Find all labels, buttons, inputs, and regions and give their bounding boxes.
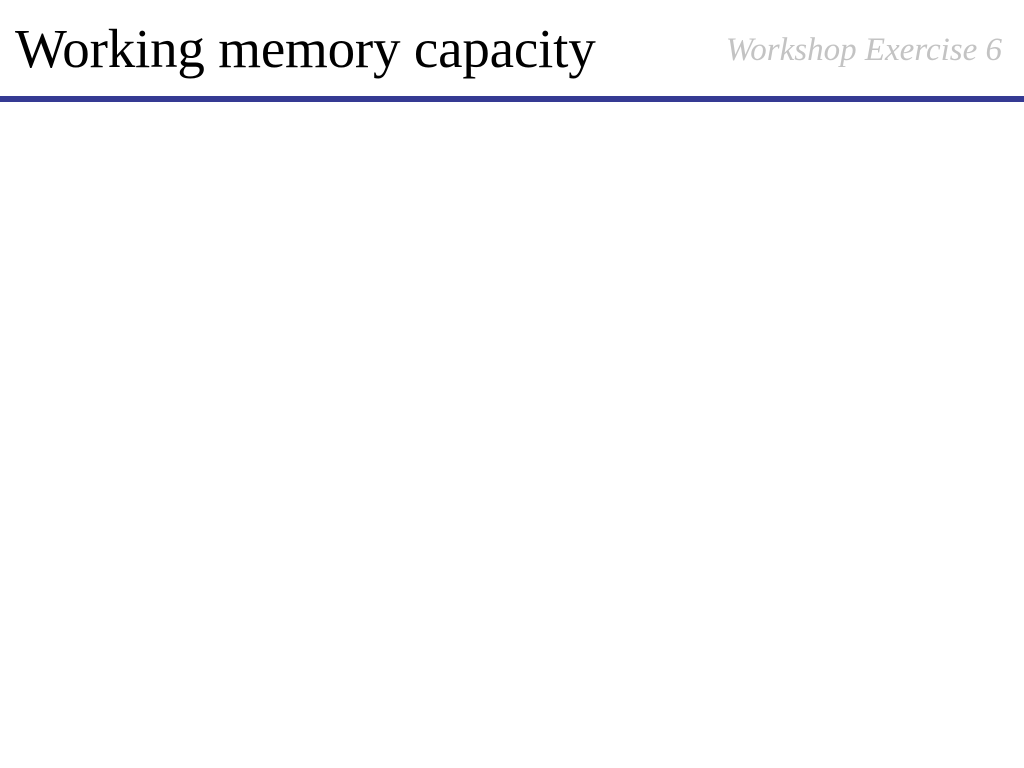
page-title: Working memory capacity <box>15 18 596 79</box>
slide-content-area <box>50 122 974 748</box>
slide-body <box>0 102 1024 768</box>
slide-header: Working memory capacity Workshop Exercis… <box>0 0 1024 96</box>
header-divider-rule <box>0 96 1024 102</box>
slide-subtitle-label: Workshop Exercise 6 <box>725 32 1002 68</box>
